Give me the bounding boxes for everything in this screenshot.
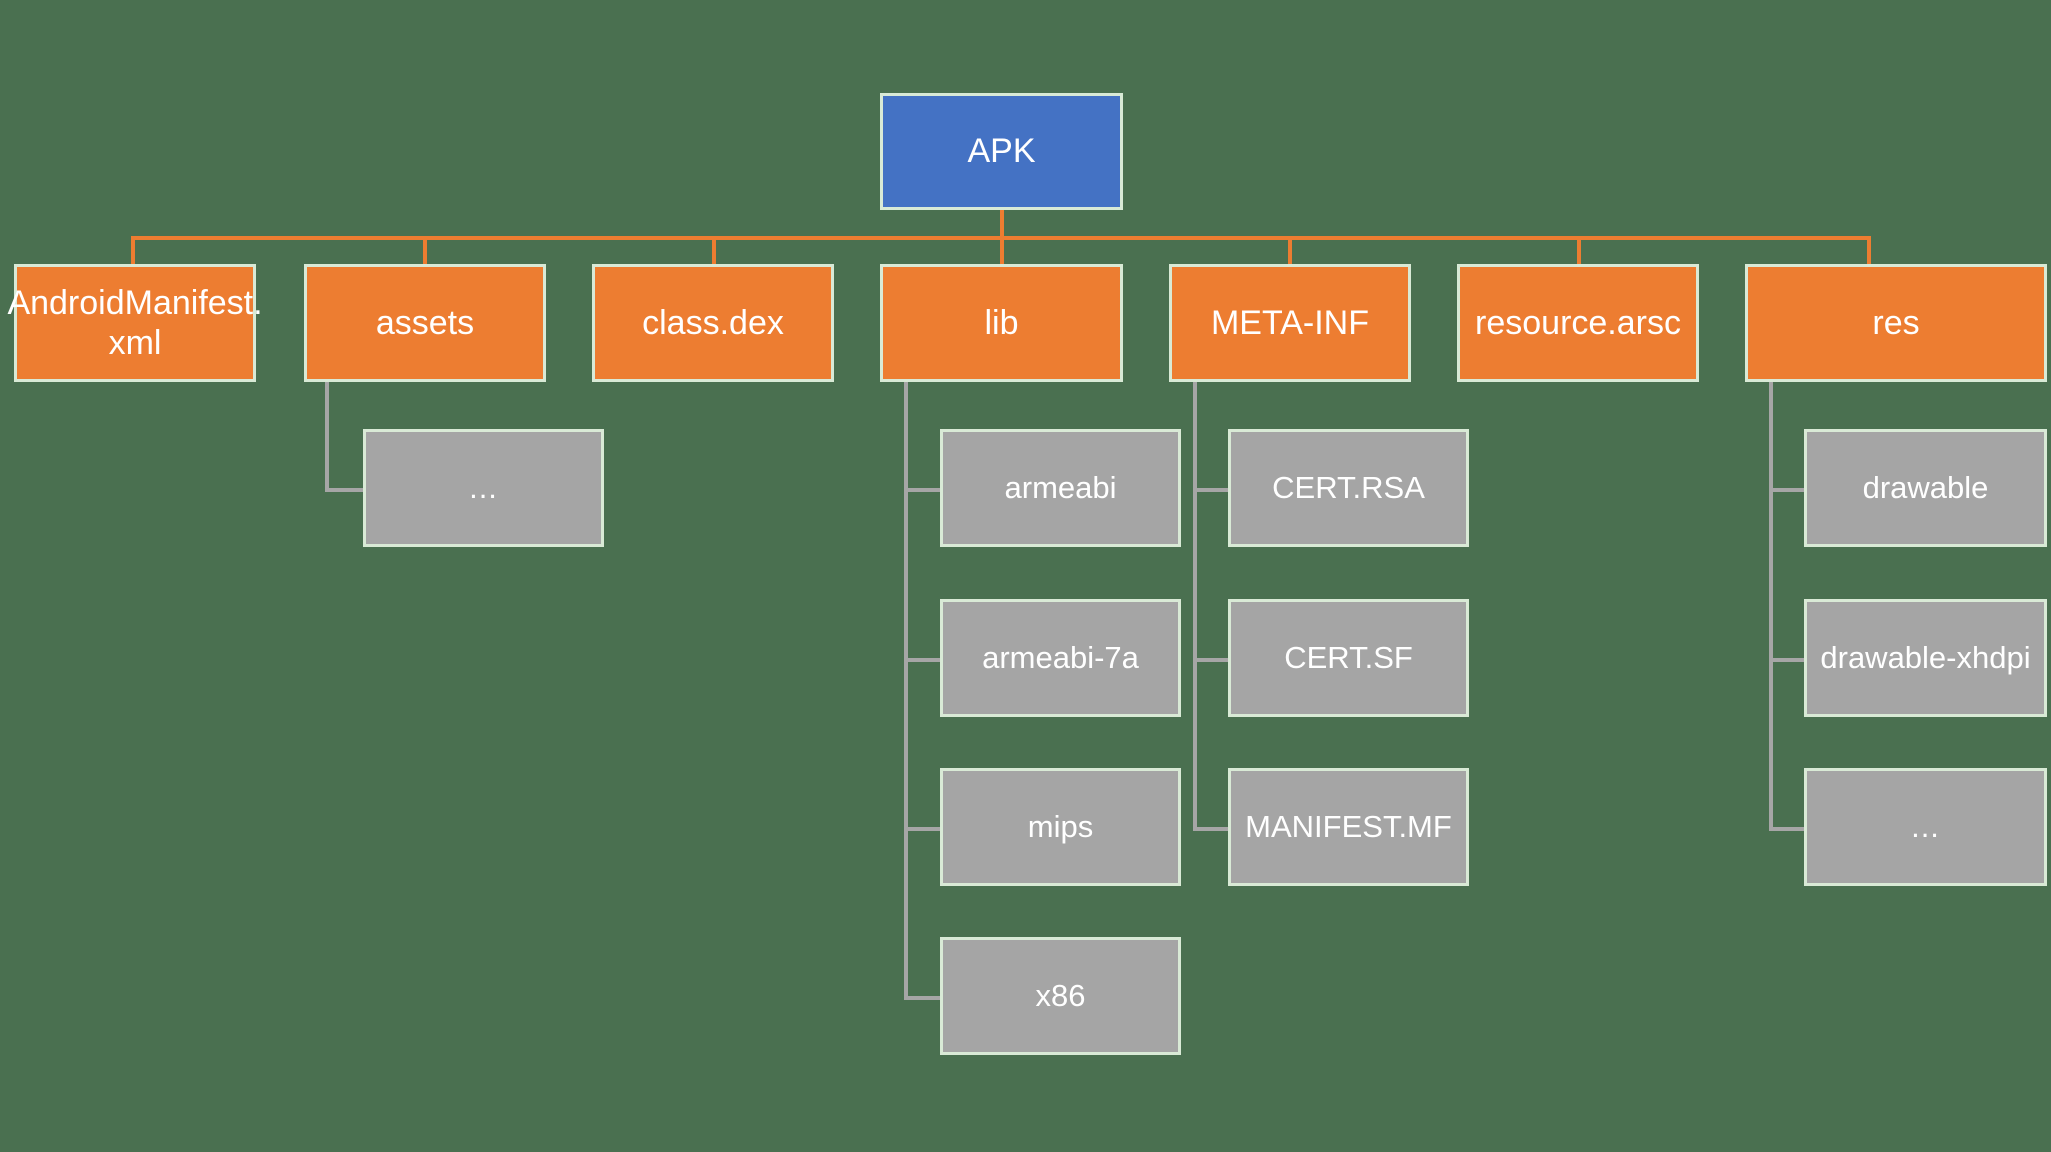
connector-lib-branch-2 [904, 827, 942, 831]
connector-drop-assets [423, 236, 427, 264]
node-assets-ellipsis[interactable]: ... [363, 429, 604, 547]
connector-drop-metainf [1288, 236, 1292, 264]
node-assets[interactable]: assets [304, 264, 546, 382]
connector-lib-branch-0 [904, 488, 942, 492]
node-x86-label: x86 [1035, 977, 1086, 1013]
node-assets-label: assets [375, 303, 475, 342]
node-res-ellipsis[interactable]: ... [1804, 768, 2047, 886]
connector-res-branch-0 [1769, 488, 1805, 492]
node-apk[interactable]: APK [880, 93, 1123, 210]
node-mips[interactable]: mips [940, 768, 1181, 886]
node-drawable-label: drawable [1862, 469, 1989, 505]
node-class-dex-label: class.dex [642, 303, 784, 342]
node-resource-arsc[interactable]: resource.arsc [1457, 264, 1699, 382]
connector-assets-trunk [325, 382, 329, 492]
node-assets-ellipsis-label: ... [469, 469, 498, 505]
node-cert-rsa-label: CERT.RSA [1272, 469, 1425, 505]
node-res-label: res [1872, 303, 1920, 342]
node-x86[interactable]: x86 [940, 937, 1181, 1055]
node-armeabi-7a-label: armeabi-7a [982, 639, 1139, 675]
node-meta-inf[interactable]: META-INF [1169, 264, 1411, 382]
node-res-ellipsis-label: ... [1911, 808, 1940, 844]
connector-drop-androidmanifest [131, 236, 135, 264]
node-drawable[interactable]: drawable [1804, 429, 2047, 547]
connector-lib-trunk [904, 382, 908, 1000]
connector-res-branch-2 [1769, 827, 1805, 831]
node-meta-inf-label: META-INF [1210, 303, 1369, 342]
connector-metainf-branch-1 [1193, 658, 1229, 662]
node-res[interactable]: res [1745, 264, 2047, 382]
node-cert-sf-label: CERT.SF [1284, 639, 1413, 675]
node-manifest-mf[interactable]: MANIFEST.MF [1228, 768, 1469, 886]
node-armeabi-7a[interactable]: armeabi-7a [940, 599, 1181, 717]
connector-drop-lib [1000, 236, 1004, 264]
node-resource-arsc-label: resource.arsc [1475, 303, 1681, 342]
node-cert-sf[interactable]: CERT.SF [1228, 599, 1469, 717]
connector-assets-branch-0 [325, 488, 365, 492]
connector-drop-res [1867, 236, 1871, 264]
node-cert-rsa[interactable]: CERT.RSA [1228, 429, 1469, 547]
node-manifest-mf-label: MANIFEST.MF [1245, 808, 1452, 844]
node-drawable-xhdpi[interactable]: drawable-xhdpi [1804, 599, 2047, 717]
node-androidmanifest-xml[interactable]: AndroidManifest. xml [7, 264, 263, 382]
connector-metainf-branch-2 [1193, 827, 1229, 831]
node-armeabi-label: armeabi [1004, 469, 1117, 505]
connector-drop-resourcearsc [1577, 236, 1581, 264]
connector-drop-classdex [712, 236, 716, 264]
connector-metainf-trunk [1193, 382, 1197, 831]
connector-lib-branch-3 [904, 996, 942, 1000]
node-apk-label: APK [967, 132, 1036, 171]
node-lib-label: lib [984, 303, 1019, 342]
node-lib[interactable]: lib [880, 264, 1123, 382]
node-class-dex[interactable]: class.dex [592, 264, 834, 382]
connector-res-branch-1 [1769, 658, 1805, 662]
node-armeabi[interactable]: armeabi [940, 429, 1181, 547]
connector-res-trunk [1769, 382, 1773, 831]
node-androidmanifest-xml-label: AndroidManifest. xml [7, 283, 263, 362]
connector-metainf-branch-0 [1193, 488, 1229, 492]
node-mips-label: mips [1027, 808, 1094, 844]
connector-lib-branch-1 [904, 658, 942, 662]
node-drawable-xhdpi-label: drawable-xhdpi [1820, 639, 2031, 675]
